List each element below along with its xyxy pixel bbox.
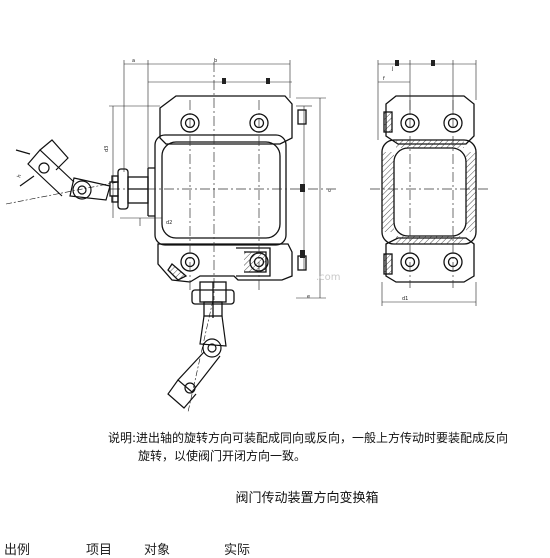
dim-label-f: f: [383, 76, 385, 82]
bottom-fragment-1: 出例: [4, 543, 31, 558]
dim-label-a: a: [132, 58, 135, 64]
bottom-shaft: [191, 281, 235, 318]
side-dimensions: [377, 60, 477, 306]
left-universal-joint: [5, 139, 119, 205]
description-note: 说明:进出轴的旋转方向可装配成同向或反向，一般上方传动时要装配成反向 旋转，以使…: [108, 429, 544, 465]
dim-label-e: e: [307, 294, 310, 300]
note-line-2: 旋转，以使阀门开闭方向一致。: [138, 449, 307, 463]
watermark-text: .com: [316, 272, 341, 283]
dim-label-c: c: [327, 189, 333, 192]
dim-label-b: b: [214, 58, 217, 64]
side-center-lines: [370, 100, 488, 288]
dim-label-d3: d3: [104, 146, 110, 152]
figure-caption: 阀门传动装置方向变换箱: [235, 491, 379, 506]
bottom-fragment-3: 对象: [144, 543, 171, 558]
side-dim-labels: f j d1: [383, 66, 408, 302]
bottom-fragment-2: 项目: [86, 543, 113, 558]
front-dimensions: [109, 60, 326, 299]
dim-label-h: h: [16, 174, 23, 179]
dim-label-j: j: [391, 66, 393, 72]
dim-label-d2: d2: [166, 220, 172, 226]
dim-label-d1: d1: [402, 296, 408, 302]
bottom-fragment-4: 实际: [224, 543, 251, 558]
bottom-universal-joint: [167, 299, 227, 413]
note-line-1: 说明:进出轴的旋转方向可装配成同向或反向，一般上方传动时要装配成反向: [108, 431, 509, 445]
left-shaft: [109, 168, 149, 210]
front-dim-labels: a b d3 d2 c e h: [16, 58, 333, 300]
